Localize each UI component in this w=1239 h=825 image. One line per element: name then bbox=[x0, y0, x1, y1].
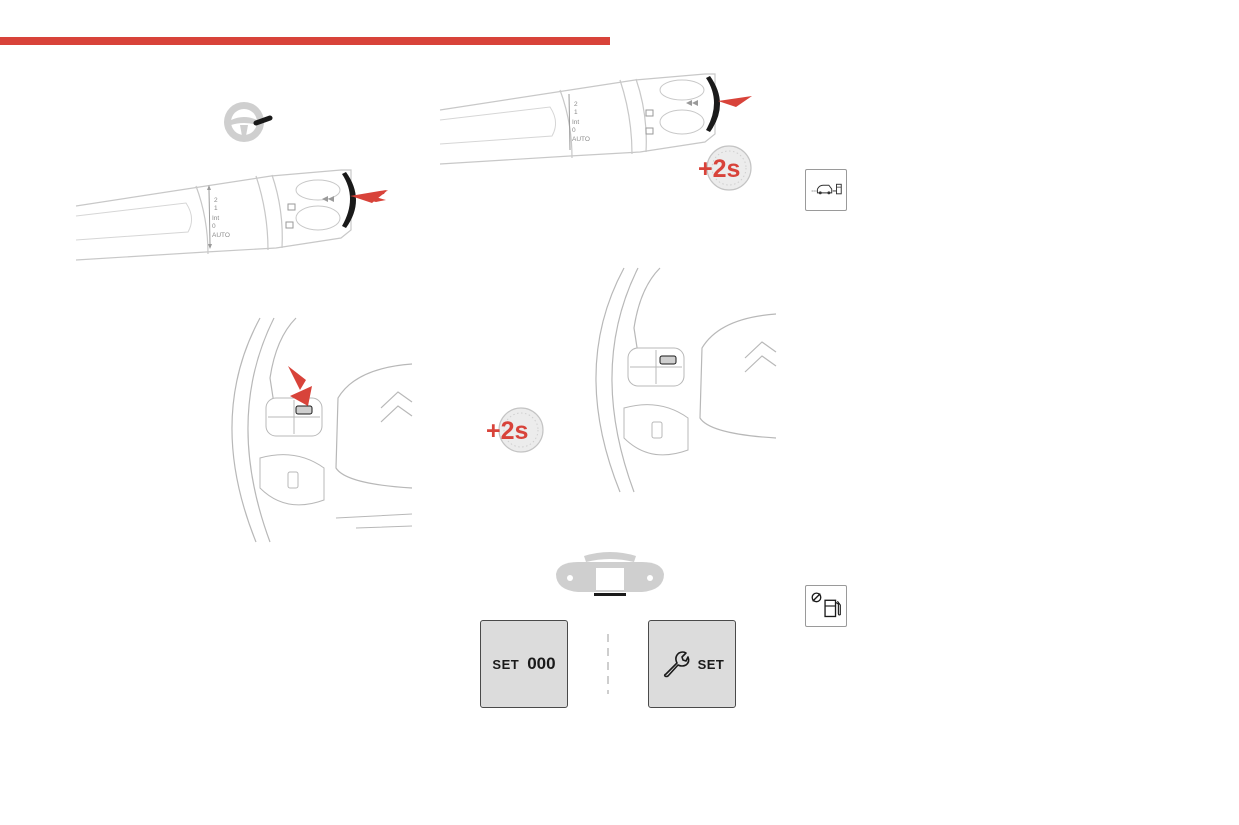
timer-badge-middle: +2s bbox=[486, 407, 544, 453]
stalk-label-int-right: Int bbox=[572, 119, 579, 126]
steering-wheel-right bbox=[595, 267, 777, 493]
timer-badge-label-2: +2s bbox=[486, 417, 528, 445]
timer-badge-top: +2s bbox=[698, 145, 752, 191]
stalk-label-1-right: 1 bbox=[574, 109, 578, 116]
panel-separator bbox=[607, 634, 609, 694]
header-accent-bar bbox=[0, 37, 610, 45]
stalk-label-auto: AUTO bbox=[212, 232, 230, 239]
stalk-label-2: 2 bbox=[214, 197, 218, 204]
stalk-label-0: 0 bbox=[212, 223, 216, 230]
wrench-icon bbox=[663, 651, 690, 678]
wiper-stalk-left: 2 1 Int 0 AUTO bbox=[75, 169, 388, 261]
stalk-label-1: 1 bbox=[214, 205, 218, 212]
panel-counter-value: 000 bbox=[527, 654, 556, 673]
instrument-cluster-icon bbox=[556, 552, 664, 596]
steering-wheel-icon bbox=[224, 102, 273, 142]
no-fuel-pump-icon bbox=[805, 585, 847, 627]
panel-set-label-service: SET bbox=[697, 656, 725, 672]
wiper-stalk-right: 2 1 Int 0 AUTO bbox=[439, 73, 752, 165]
timer-badge-label: +2s bbox=[698, 155, 740, 183]
stalk-label-int: Int bbox=[212, 215, 219, 222]
panel-set-label: SET bbox=[492, 656, 520, 672]
steering-wheel-left bbox=[231, 317, 413, 543]
display-panel-set-counter: SET 000 bbox=[480, 620, 568, 708]
car-fuel-range-icon bbox=[805, 169, 847, 211]
stalk-label-auto-right: AUTO bbox=[572, 136, 590, 143]
stalk-label-0-right: 0 bbox=[572, 127, 576, 134]
display-panel-service-set: SET bbox=[648, 620, 736, 708]
stalk-label-2-right: 2 bbox=[574, 101, 578, 108]
